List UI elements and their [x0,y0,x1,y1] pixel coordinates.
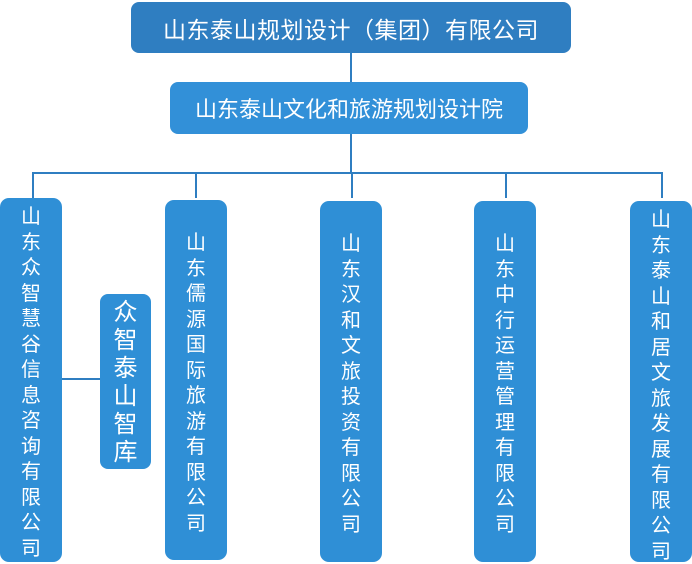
connector-drop-4 [505,172,507,198]
node-subsidiary-label: 山东中行运营管理有限公司 [495,231,515,536]
node-affiliate: 众智泰山智库 [100,294,151,469]
node-level2-label: 山东泰山文化和旅游规划设计院 [194,98,503,123]
node-subsidiary-1: 山东众智慧谷信息咨询有限公司 [0,198,62,562]
connector-drop-2 [195,172,197,198]
connector-drop-5 [661,172,663,198]
node-subsidiary-2: 山东儒源国际旅游有限公司 [165,200,227,560]
connector-drop-1 [32,172,34,198]
node-subsidiary-label: 山东泰山和居文旅发展有限公司 [651,207,671,563]
node-subsidiary-label: 山东儒源国际旅游有限公司 [186,230,206,535]
node-root: 山东泰山规划设计（集团）有限公司 [131,2,571,53]
node-subsidiary-5: 山东泰山和居文旅发展有限公司 [630,201,692,563]
connector-affiliate [62,378,100,380]
connector-level2-to-bus [350,134,352,173]
node-subsidiary-4: 山东中行运营管理有限公司 [474,201,536,562]
connector-bus [32,172,662,174]
node-subsidiary-label: 山东众智慧谷信息咨询有限公司 [21,204,41,560]
connector-drop-3 [351,172,353,198]
node-affiliate-label: 众智泰山智库 [113,297,138,466]
node-level2: 山东泰山文化和旅游规划设计院 [170,82,528,134]
node-subsidiary-3: 山东汉和文旅投资有限公司 [320,201,382,562]
node-subsidiary-label: 山东汉和文旅投资有限公司 [341,231,361,536]
connector-root-to-level2 [350,53,352,82]
node-root-label: 山东泰山规划设计（集团）有限公司 [163,17,539,44]
